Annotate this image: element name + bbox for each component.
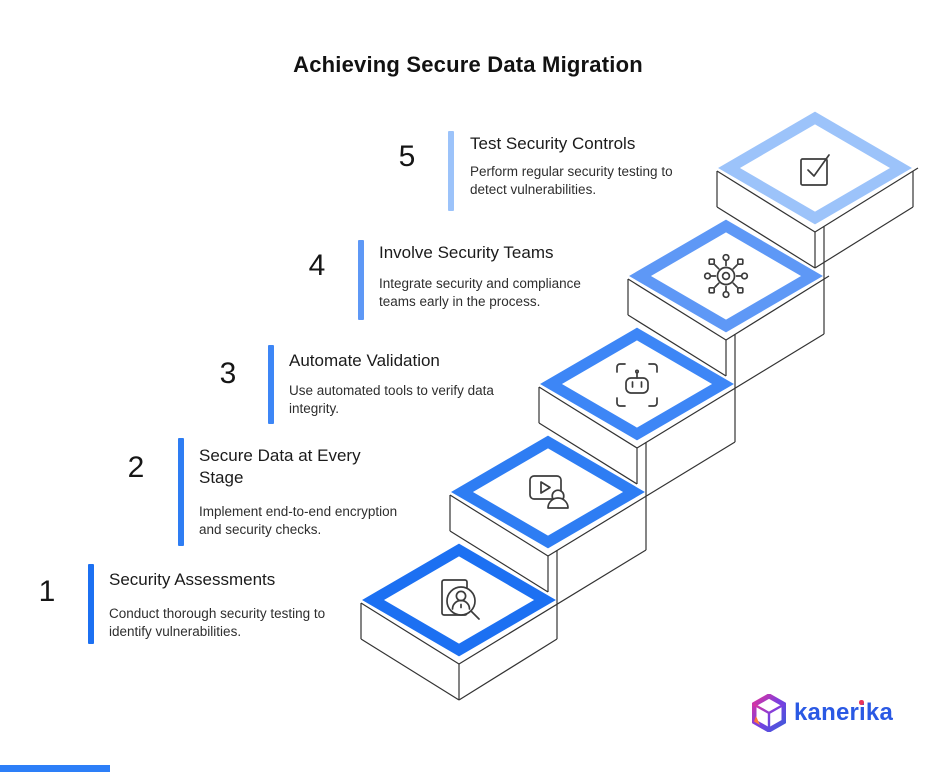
step-2-block <box>449 435 736 639</box>
step-3-accent-bar <box>268 345 274 424</box>
step-3-number: 3 <box>219 357 237 390</box>
step-5-diamond <box>718 111 912 225</box>
step-5-title: Test Security Controls <box>470 134 636 153</box>
step-1-description: Conduct thorough security testing to ide… <box>109 606 326 639</box>
step-1-accent-bar <box>88 564 94 644</box>
step-1-title: Security Assessments <box>109 570 276 589</box>
step-2-title: Secure Data at Every Stage <box>199 446 361 487</box>
kanerika-cube-icon <box>752 694 786 732</box>
step-1-number: 1 <box>38 575 56 608</box>
page-title: Achieving Secure Data Migration <box>293 52 643 77</box>
logo-i-dot <box>859 700 864 705</box>
network-hub-icon <box>703 253 749 299</box>
step-2-accent-bar <box>178 438 184 546</box>
step-2-number: 2 <box>127 451 145 484</box>
step-4-diamond <box>629 219 823 333</box>
step-4-description: Integrate security and compliance teams … <box>379 276 581 309</box>
step-3-block <box>538 327 825 550</box>
step-5-block <box>716 111 919 334</box>
video-person-icon <box>529 475 569 509</box>
step-4-title: Involve Security Teams <box>379 243 554 262</box>
document-person-search-icon <box>441 579 480 620</box>
step-5-accent-bar <box>448 131 454 211</box>
bot-scan-icon <box>616 363 658 407</box>
kanerika-wordmark: kanerika <box>794 699 894 726</box>
step-3-title: Automate Validation <box>289 351 440 370</box>
step-2-description: Implement end-to-end encryption and secu… <box>199 504 398 537</box>
footer-accent-bar <box>0 765 110 772</box>
step-4-number: 4 <box>308 249 326 282</box>
step-5-description: Perform regular security testing to dete… <box>470 164 673 197</box>
step-2-diamond <box>451 435 645 549</box>
step-5-number: 5 <box>398 140 416 173</box>
step-4-accent-bar <box>358 240 364 320</box>
step-4-block <box>627 219 830 442</box>
kanerika-logo: kanerika <box>752 694 893 732</box>
step-3-diamond <box>540 327 734 441</box>
step-3-description: Use automated tools to verify data integ… <box>289 383 494 416</box>
step-1-block <box>360 543 647 701</box>
checkbox-check-icon <box>800 154 830 186</box>
